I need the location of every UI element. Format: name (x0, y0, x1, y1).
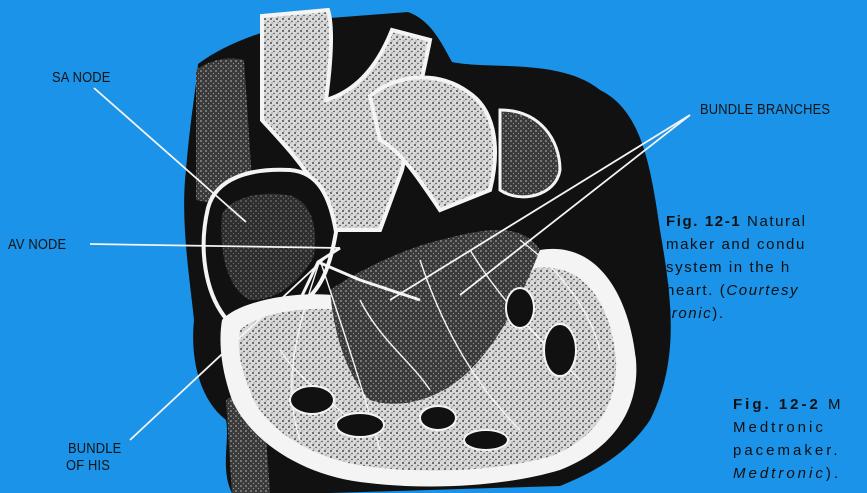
fig-12-1-line5-end: ). (712, 305, 724, 322)
fig-12-2-line3: pacemaker. (733, 439, 844, 462)
fig-12-1-line3: system in the h (666, 256, 807, 279)
fig-12-2-number: Fig. 12-2 (733, 396, 821, 413)
label-bundle-of-his-line1: BUNDLE (68, 440, 121, 457)
fig-12-2-line4-end: ). (826, 465, 841, 482)
fig-12-1-line4: heart. ( (666, 282, 726, 299)
label-av-node: AV NODE (8, 236, 66, 253)
fig-12-1-tronic: tronic (666, 305, 712, 322)
fig-12-2-medtronic: Medtronic (733, 465, 826, 482)
fig-12-1-line1: Natural (747, 213, 807, 230)
fig-12-2-line2: Medtronic (733, 416, 844, 439)
caption-fig-12-1: Fig. 12-1 Natural maker and condu system… (666, 210, 807, 325)
caption-fig-12-2: Fig. 12-2 M Medtronic pacemaker. Medtron… (733, 393, 844, 485)
fig-12-1-courtesy: Courtesy (726, 282, 799, 299)
label-bundle-of-his-line2: OF HIS (66, 457, 110, 474)
label-bundle-branches: BUNDLE BRANCHES (700, 101, 830, 118)
fig-12-1-line2: maker and condu (666, 233, 807, 256)
fig-12-2-line1: M (828, 396, 844, 413)
fig-12-1-number: Fig. 12-1 (666, 213, 741, 230)
label-sa-node: SA NODE (52, 69, 111, 86)
